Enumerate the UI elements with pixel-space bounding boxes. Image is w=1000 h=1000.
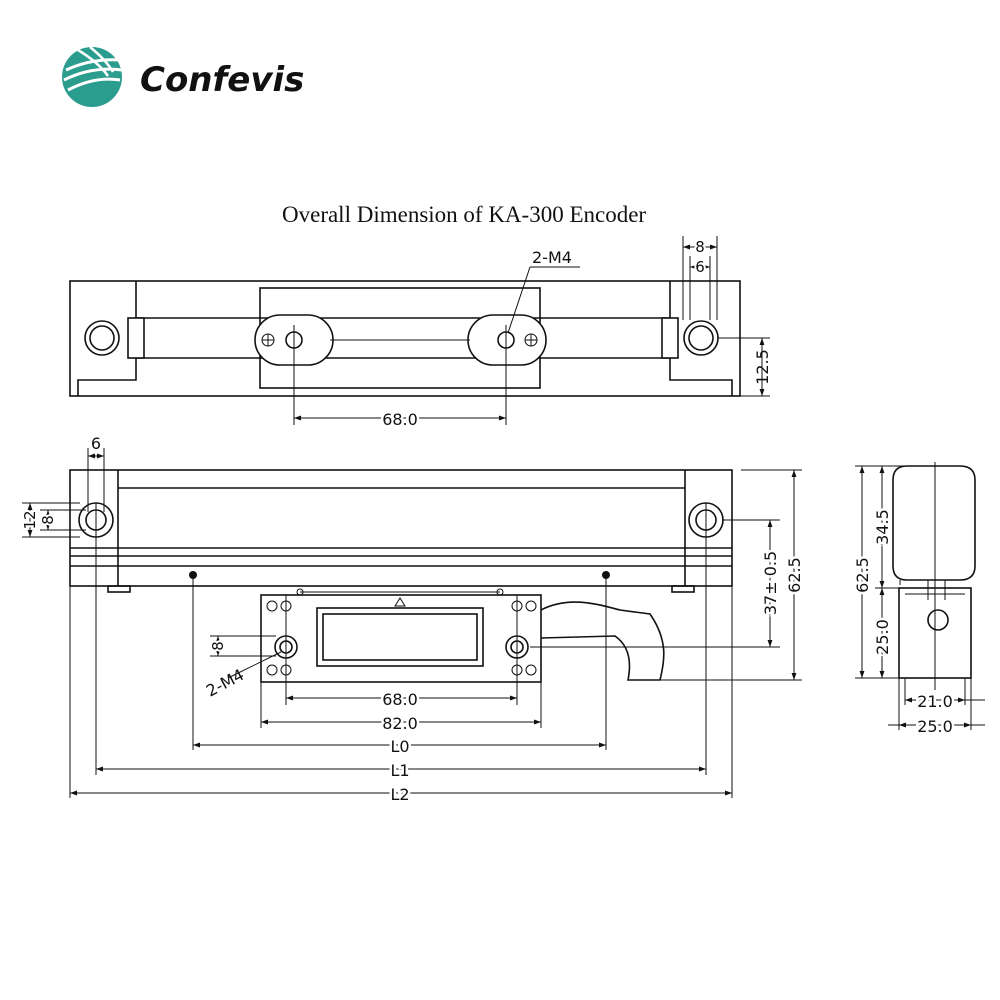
top-view: 68.0 2-M4 8 6 12.5 [69,236,772,432]
length-l2-label: L2 [390,785,409,804]
reader-hole-dia-label: 8 [209,641,227,651]
length-l1-label: L1 [390,761,409,780]
reader-width-label: 82.0 [382,714,418,733]
front-hole-outer-dia-label: 12 [21,510,39,529]
side-view: 62.5 34.5 25.0 21.0 25.0 [851,462,985,739]
front-total-height-label: 62.5 [785,557,804,593]
top-dim-6-label: 6 [695,258,705,276]
front-view: 68.0 82.0 L0 L1 L2 6 12 8 8 2-M4 37± 0.5 [19,434,807,807]
reader-hole-spacing-label: 68.0 [382,690,418,709]
brand-name: Confevis [140,60,304,100]
offset-height-label: 37± 0.5 [761,551,780,615]
top-thread-label: 2-M4 [532,248,572,267]
brand-logo: Confevis [62,46,304,107]
side-total-height-label: 62.5 [853,557,872,593]
side-outer-width-label: 25.0 [917,717,953,736]
top-height-label: 12.5 [753,349,772,385]
top-hole-spacing-label: 68.0 [382,410,418,429]
top-dim-8-label: 8 [695,238,705,256]
front-hole-offset-label: 6 [91,434,101,453]
logo-icon [62,46,123,107]
drawing-title: Overall Dimension of KA-300 Encoder [282,202,646,227]
side-upper-height-label: 34.5 [873,509,892,545]
reader-thread-label: 2-M4 [203,665,247,701]
side-inner-width-label: 21.0 [917,692,953,711]
length-l0-label: L0 [390,737,409,756]
front-hole-inner-dia-label: 8 [39,515,57,525]
side-lower-height-label: 25.0 [873,619,892,655]
